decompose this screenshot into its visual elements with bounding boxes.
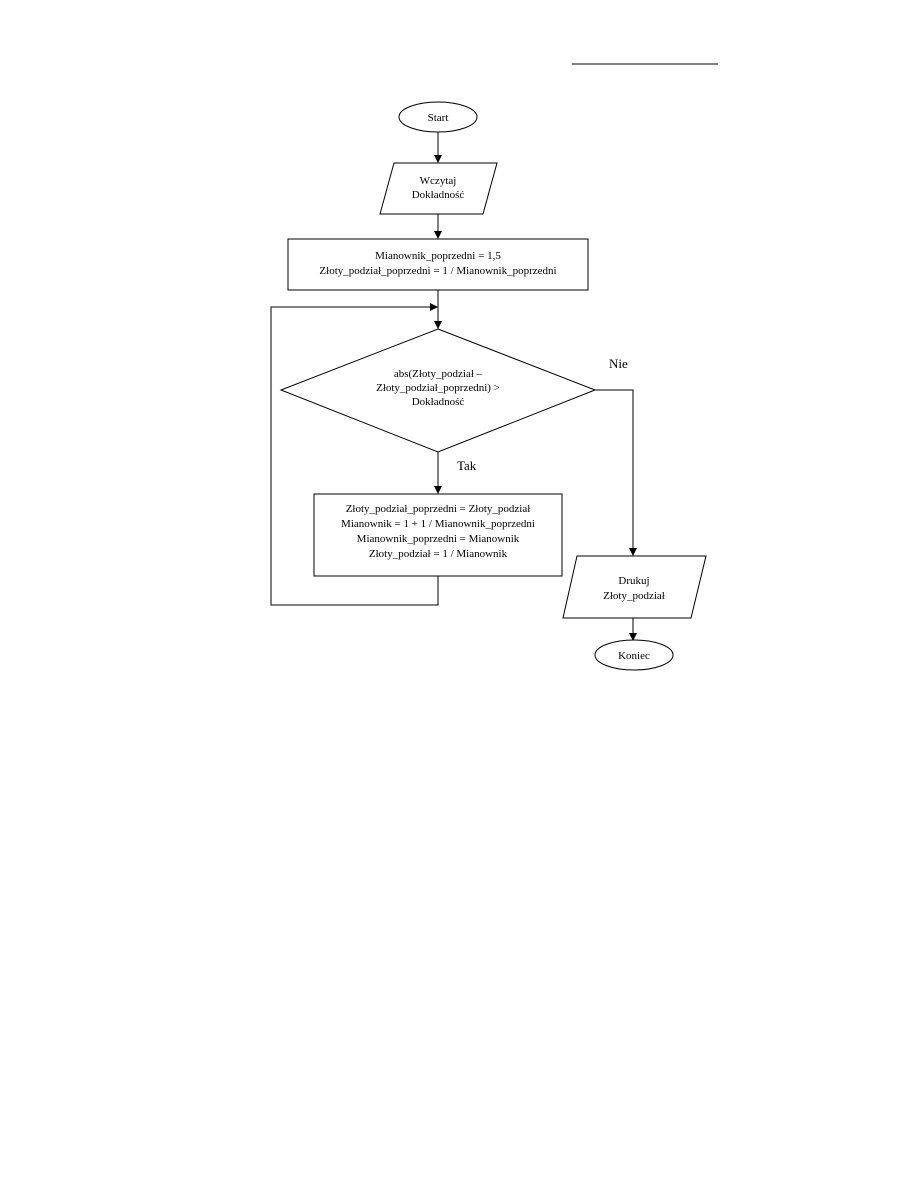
init-block	[287, 238, 589, 291]
no-branch-label: Nie	[609, 356, 628, 371]
arrowhead-input-init	[434, 231, 442, 239]
yes-branch-label: Tak	[457, 458, 477, 473]
arrowhead-init-decision	[434, 321, 442, 329]
end-terminal	[594, 639, 674, 671]
decision-line-2: Złoty_podział_poprzedni) >	[376, 382, 500, 394]
end-label: Koniec	[618, 650, 650, 662]
arrowhead-decision-process	[434, 486, 442, 494]
output-line-1: Drukuj	[618, 575, 649, 587]
init-line-1: Mianownik_poprzedni = 1,5	[375, 250, 501, 262]
output-line-2: Złoty_podział	[603, 590, 665, 602]
loop-process-line-3: Mianownik_poprzedni = Mianownik	[357, 533, 520, 545]
loop-process-block	[313, 493, 563, 577]
loop-process-line-1: Złoty_podział_poprzedni = Złoty_podział	[346, 503, 531, 515]
loop-back-connector	[270, 306, 439, 606]
loop-process-line-2: Mianownik = 1 + 1 / Mianownik_poprzedni	[341, 518, 535, 530]
input-line-2: Dokładność	[412, 189, 465, 201]
decision-line-3: Dokładność	[412, 396, 465, 408]
input-block	[379, 162, 498, 215]
output-block	[562, 555, 707, 619]
connector-decision-output	[595, 389, 634, 548]
arrowhead-loop-back	[430, 303, 438, 311]
loop-process-line-4: Złoty_podział = 1 / Mianownik	[369, 548, 508, 560]
init-line-2: Złoty_podział_poprzedni = 1 / Mianownik_…	[319, 265, 556, 277]
arrowhead-start-input	[434, 155, 442, 163]
start-label: Start	[428, 112, 449, 124]
input-line-1: Wczytaj	[420, 175, 457, 187]
arrowhead-decision-output	[629, 548, 637, 556]
arrowhead-output-end	[629, 633, 637, 641]
decision-line-1: abs(Złoty_podział –	[394, 368, 483, 380]
